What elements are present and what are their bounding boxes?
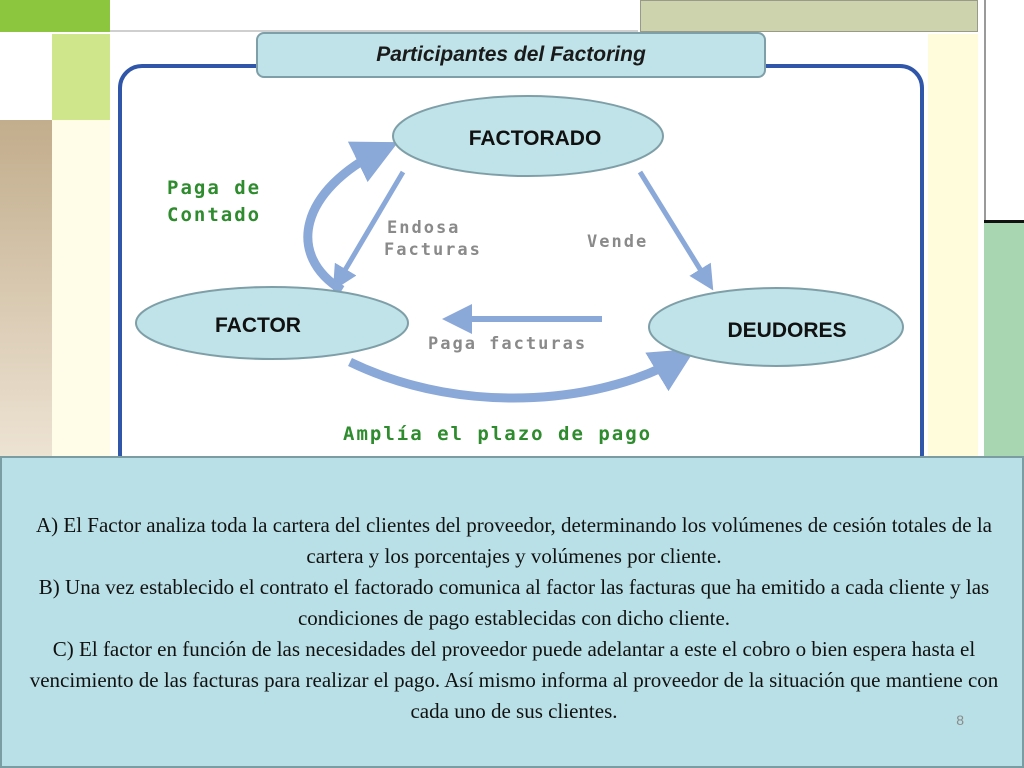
decor-green-block <box>0 0 110 32</box>
edge-label-vende: Vende <box>587 232 648 252</box>
edge-label-endosa-facturas-line2: Facturas <box>384 240 482 260</box>
decor-right-white-block <box>984 0 1024 222</box>
decor-olive-block <box>640 0 978 32</box>
edge-label-amplia-plazo: Amplía el plazo de pago <box>343 423 652 445</box>
steps-list: A) El Factor analiza toda la cartera del… <box>8 510 1020 727</box>
edge-label-paga-de-contado-line2: Contado <box>167 204 261 226</box>
node-factor-label: FACTOR <box>215 314 301 337</box>
node-factor <box>135 286 409 360</box>
edge-label-endosa-facturas-line1: Endosa <box>387 218 460 238</box>
edge-label-paga-de-contado-line1: Paga de <box>167 177 261 199</box>
decor-cream-left <box>52 120 110 456</box>
decor-white-block <box>110 0 638 32</box>
decor-cream-right <box>928 34 978 456</box>
step-b: B) Una vez establecido el contrato el fa… <box>38 575 990 630</box>
decor-right-green-block <box>984 223 1024 456</box>
node-deudores <box>648 287 904 367</box>
node-factorado-label: FACTORADO <box>469 127 602 150</box>
decor-tan-block <box>0 120 52 456</box>
decor-light-green-block <box>52 34 110 120</box>
arrow-amplia-plazo <box>348 348 696 403</box>
arrow-endosa-facturas <box>332 170 406 291</box>
node-factorado <box>392 95 664 177</box>
explanation-box: A) El Factor analiza toda la cartera del… <box>0 456 1024 768</box>
node-deudores-label: DEUDORES <box>727 319 846 342</box>
edge-label-paga-facturas: Paga facturas <box>428 334 587 354</box>
factoring-diagram: FACTORADO FACTOR DEUDORES Paga de Contad… <box>118 64 924 456</box>
arrow-vende <box>637 170 714 291</box>
step-a: A) El Factor analiza toda la cartera del… <box>35 513 993 568</box>
step-c: C) El factor en función de las necesidad… <box>29 637 999 723</box>
decor-right-line <box>984 220 1024 223</box>
slide-title: Participantes del Factoring <box>256 32 766 78</box>
arrow-paga-de-contado <box>303 141 399 294</box>
page-number: 8 <box>956 712 964 728</box>
